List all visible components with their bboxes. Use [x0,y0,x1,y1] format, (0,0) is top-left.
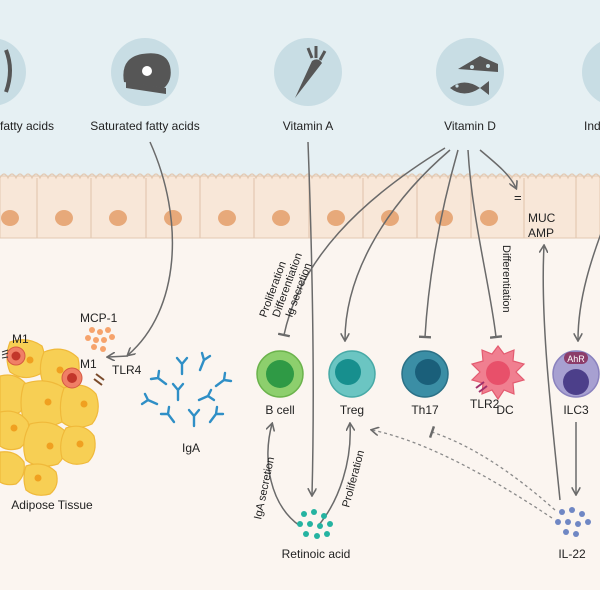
carrot-icon [274,38,342,106]
saturated-to-tlr4-arrow [128,141,174,355]
retinoic-acid-dots [297,509,333,539]
il22-to-th17-inhibit [428,425,556,511]
tlr4-receptor [93,373,105,386]
muc-label: MUC [528,211,556,225]
indole-to-ilc3-arrow [578,233,600,340]
mcp1-label: MCP-1 [80,311,118,325]
th17-label: Th17 [411,403,439,417]
treg-label: Treg [340,403,364,417]
bcell-label: B cell [265,403,294,417]
amp-label: AMP [528,226,554,240]
iga-label: IgA [182,441,200,455]
m1-top-label: M1 [12,332,29,346]
il22-label: IL-22 [558,547,586,561]
il22-to-muc-arrow [543,246,561,501]
dc-label: DC [496,403,514,417]
indole-label: Ind [584,119,600,133]
ilc3-cell [552,350,600,398]
adipose-tissue [0,327,129,496]
equals-sign: = [514,190,522,205]
vitamin-d-to-bcell-inhibit [277,147,446,338]
bcell [256,350,304,398]
bottom-margin [0,590,600,600]
adipose-tissue-label: Adipose Tissue [11,498,93,512]
vitamin-d-label: Vitamin D [444,119,496,133]
il22-to-treg-arrow [372,430,553,519]
vitamin-d-to-dc-inhibit [467,149,503,339]
ahr-receptor [564,352,588,364]
tlr4-label: TLR4 [112,363,142,377]
cell-nuclei [1,210,498,226]
indole-icon [582,42,600,102]
epithelial-layer [0,173,600,239]
m1-mid-label: M1 [80,357,97,371]
vitamin-a-label: Vitamin A [283,119,333,133]
ilc3-label: ILC3 [563,403,589,417]
diet-arrows [128,141,600,495]
unsaturated-fat-icon [0,38,26,106]
saturated-fatty-acids-label: Saturated fatty acids [90,119,199,133]
ahr-label: AhR [567,354,585,364]
adipocyte-nuclei [10,356,88,482]
vitamin-d-to-muc-arrow [479,149,516,188]
vitamin-a-to-retinoic-arrow [307,141,313,495]
tlr2-label: TLR2 [470,397,500,411]
dc-differentiation-label: Differentiation [500,245,512,313]
mcp1-dots [85,327,115,352]
m1-macrophage-mid [61,367,83,389]
th17-cell [401,350,449,398]
vitamin-d-to-treg-arrow [345,149,451,340]
retinoic-to-bcell-arrow [268,424,301,527]
il22-dots [555,507,591,537]
retinoic-acid-label: Retinoic acid [282,547,351,561]
treg-cell [328,350,376,398]
tlr4-to-m1-arrow [108,356,129,357]
unsaturated-fatty-acids-label: fatty acids [0,119,54,133]
fish-cheese-icon [436,38,504,106]
iga-antibodies [140,351,233,428]
dendritic-cell [470,345,526,401]
vitamin-d-to-th17-inhibit [418,149,459,339]
meat-icon [111,38,179,106]
il22-dashed-arrows [372,425,556,519]
m1-macrophage-top [1,346,26,366]
